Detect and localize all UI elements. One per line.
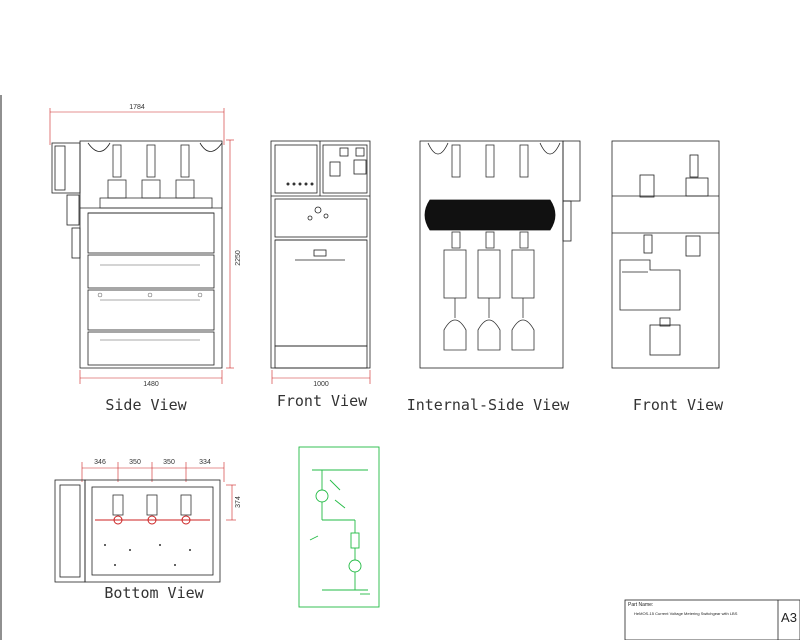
side-width-bottom-label: 1480 (143, 381, 159, 388)
front-view-drawing (270, 140, 371, 384)
sheet-size-label: A3 (781, 610, 797, 625)
part-name-label: Part Name: (628, 602, 653, 608)
single-line-schematic (298, 446, 380, 608)
side-view-caption: Side View (105, 396, 187, 414)
internal-side-view-drawing (419, 140, 581, 369)
front-width-label: 1000 (313, 381, 329, 388)
bottom-d4-label: 334 (199, 459, 211, 466)
bottom-view-caption: Bottom View (104, 584, 204, 602)
front-view-2-caption: Front View (633, 396, 724, 414)
bottom-d1-label: 346 (94, 459, 106, 466)
front-view-2-drawing (611, 140, 720, 369)
bottom-d2-label: 350 (129, 459, 141, 466)
side-view-drawing (49, 108, 234, 384)
side-width-top-label: 1784 (129, 104, 145, 111)
bottom-view-drawing (54, 462, 236, 583)
busbar-chamber (424, 199, 556, 231)
bottom-d3-label: 350 (163, 459, 175, 466)
front-view-caption: Front View (277, 392, 368, 410)
bottom-depth-label: 374 (235, 496, 242, 508)
internal-side-view-caption: Internal-Side View (407, 396, 571, 414)
title-block: Part Name: HeMOS-15 Current Voltage Mete… (624, 599, 800, 640)
side-view-dimensions (49, 108, 234, 384)
part-name-value: HeMOS-15 Current Voltage Metering Switch… (634, 611, 738, 616)
side-height-label: 2250 (235, 250, 242, 266)
